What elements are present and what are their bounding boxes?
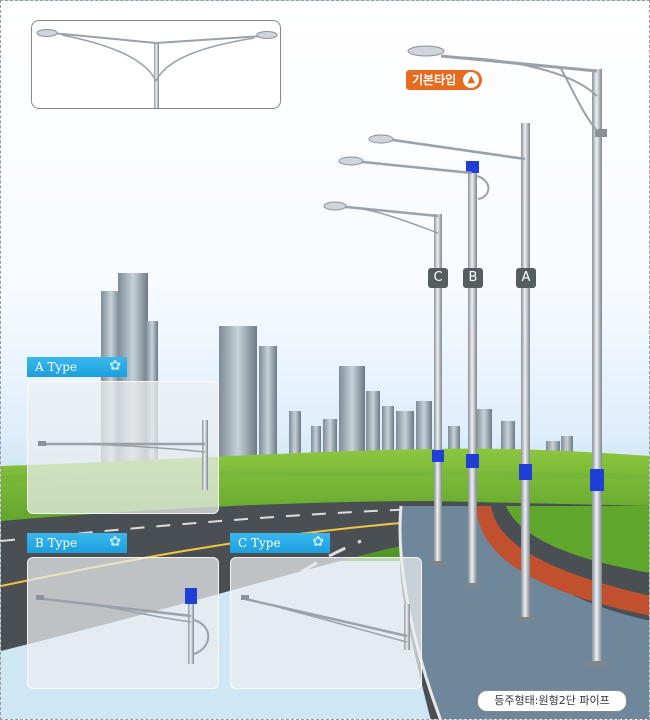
street-light-b [338,156,490,588]
basic-type-label: 기본타입 [412,73,457,87]
street-light-a [368,123,536,622]
running-track [476,506,649,616]
street-light-c [323,201,446,566]
double-arm-light-drawing [36,29,278,108]
flower-icon: ✿ [312,534,324,550]
type-b-label: B Type [35,536,78,550]
type-a-panel [27,381,219,514]
badge-c: C [428,268,448,288]
badge-a: A [516,268,536,288]
basic-type-tag: 기본타입 ▲ [406,70,483,90]
double-arm-preview [31,20,281,109]
type-b-tab: B Type ✿ [27,533,127,553]
type-c-drawing [240,595,410,650]
badge-b: B [463,268,483,288]
main-street-light [407,45,610,667]
type-a-tab: A Type ✿ [27,357,127,377]
chevron-up-icon: ▲ [463,72,480,88]
flower-icon: ✿ [109,534,121,550]
type-c-tab: C Type ✿ [230,533,330,553]
type-a-drawing [38,420,208,490]
type-b-drawing [35,588,210,664]
flower-icon: ✿ [109,358,121,374]
type-b-panel [27,557,219,689]
type-c-panel [230,557,422,689]
pole-type-caption: 등주형태:원형2단 파이프 [477,690,627,712]
type-a-label: A Type [35,360,78,374]
type-c-label: C Type [238,536,281,550]
